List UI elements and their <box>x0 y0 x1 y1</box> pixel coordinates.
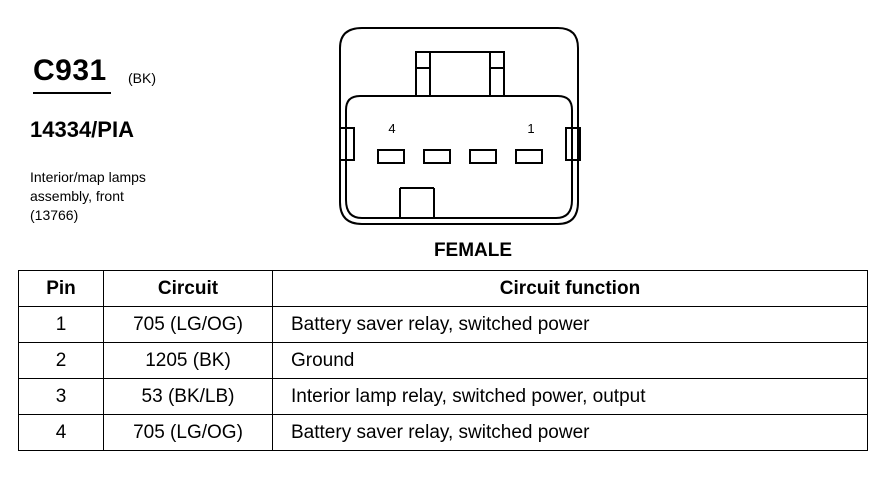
side-latch-left <box>339 127 355 161</box>
locking-tab <box>415 51 505 97</box>
table-row: 3 53 (BK/LB) Interior lamp relay, switch… <box>18 378 868 415</box>
description-line: (13766) <box>30 207 79 223</box>
header-circuit-function: Circuit function <box>272 270 868 307</box>
pin-cavity <box>377 149 405 164</box>
connector-inner-body <box>345 95 573 219</box>
pinout-table: Pin Circuit Circuit function 1 705 (LG/O… <box>18 270 868 451</box>
cell-pin: 3 <box>18 378 104 415</box>
pin-cavity <box>423 149 451 164</box>
cell-circuit-function: Battery saver relay, switched power <box>272 414 868 451</box>
cell-circuit-function: Battery saver relay, switched power <box>272 306 868 343</box>
cell-circuit: 705 (LG/OG) <box>103 306 273 343</box>
table-row: 4 705 (LG/OG) Battery saver relay, switc… <box>18 414 868 451</box>
part-number: 14334/PIA <box>30 117 134 142</box>
cell-pin: 2 <box>18 342 104 379</box>
pin-label-1: 1 <box>527 121 534 136</box>
connector-face-diagram: 4 1 <box>339 27 581 225</box>
pin-cavity <box>469 149 497 164</box>
cell-pin: 1 <box>18 306 104 343</box>
cell-circuit: 1205 (BK) <box>103 342 273 379</box>
connector-gender-label: FEMALE <box>433 240 513 261</box>
pin-cavity <box>515 149 543 164</box>
header-circuit: Circuit <box>103 270 273 307</box>
connector-outer-shell <box>339 27 579 225</box>
cell-circuit: 53 (BK/LB) <box>103 378 273 415</box>
cell-circuit-function: Interior lamp relay, switched power, out… <box>272 378 868 415</box>
cell-circuit-function: Ground <box>272 342 868 379</box>
description-line: Interior/map lamps <box>30 169 146 185</box>
cell-pin: 4 <box>18 414 104 451</box>
table-row: 1 705 (LG/OG) Battery saver relay, switc… <box>18 306 868 343</box>
description-line: assembly, front <box>30 188 124 204</box>
table-header-row: Pin Circuit Circuit function <box>18 270 868 307</box>
connector-id: C931 <box>33 54 107 87</box>
cell-circuit: 705 (LG/OG) <box>103 414 273 451</box>
header-pin: Pin <box>18 270 104 307</box>
side-latch-right <box>565 127 581 161</box>
table-row: 2 1205 (BK) Ground <box>18 342 868 379</box>
connector-id-underline <box>33 92 111 94</box>
connector-color-code: (BK) <box>128 70 156 86</box>
connector-description: Interior/map lamps assembly, front (1376… <box>30 168 200 225</box>
pin-label-4: 4 <box>388 121 395 136</box>
